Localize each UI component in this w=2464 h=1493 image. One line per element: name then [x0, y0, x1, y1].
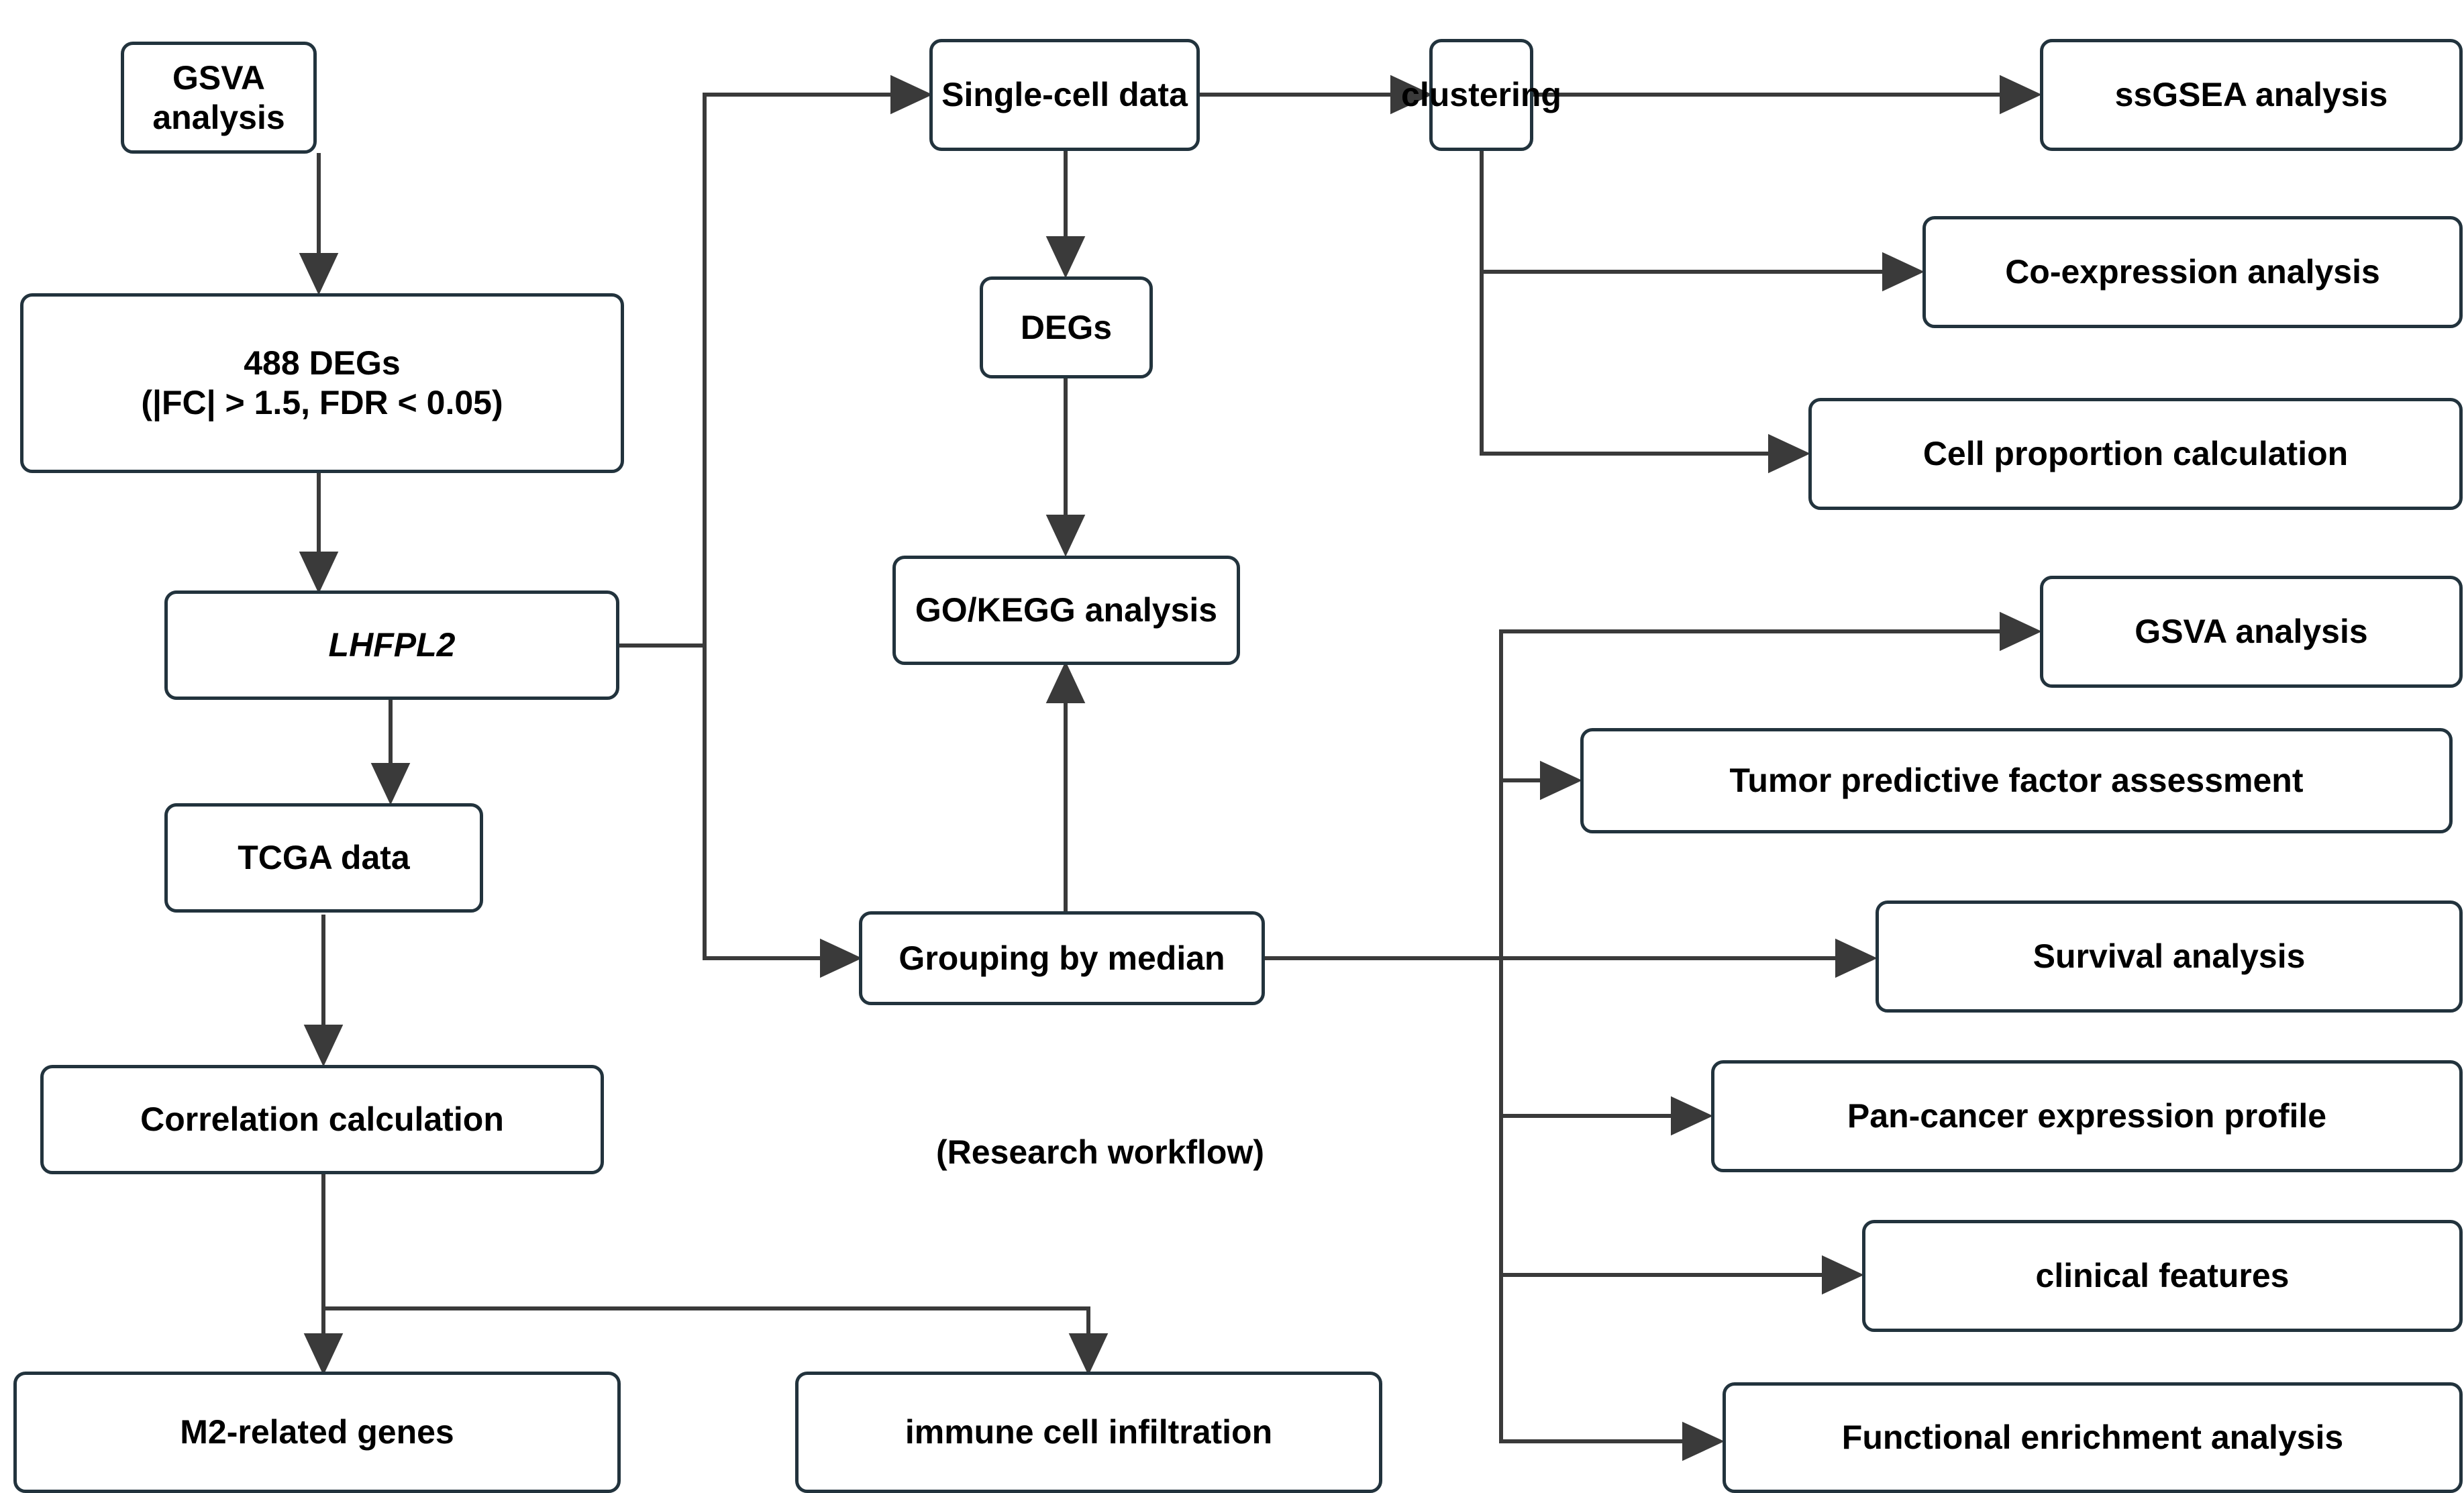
node-label: Survival analysis: [2033, 937, 2306, 975]
node-grouping-by-median[interactable]: Grouping by median: [859, 911, 1265, 1005]
node-label: clustering: [1401, 76, 1561, 113]
node-survival-analysis[interactable]: Survival analysis: [1876, 900, 2463, 1013]
edge-correlation-to-immune: [323, 1306, 1109, 1376]
node-degs-488[interactable]: 488 DEGs (|FC| > 1.5, FDR < 0.05): [20, 293, 624, 473]
node-label: DEGs: [1020, 308, 1113, 346]
node-degs[interactable]: DEGs: [980, 276, 1153, 378]
node-label: Co-expression analysis: [2005, 253, 2380, 291]
edge-group: [299, 74, 2042, 1461]
node-gsva-analysis-top[interactable]: GSVA analysis: [121, 42, 317, 154]
node-label: Tumor predictive factor assessment: [1729, 762, 2304, 799]
node-label: GO/KEGG analysis: [915, 591, 1218, 629]
node-clinical-features[interactable]: clinical features: [1862, 1220, 2463, 1332]
node-label: Single-cell data: [941, 76, 1188, 113]
edge-clustering-to-coexpression: [1480, 150, 1924, 292]
node-label: GSVA analysis: [2135, 613, 2368, 650]
node-gsva-analysis-right[interactable]: GSVA analysis: [2040, 576, 2463, 688]
node-clustering[interactable]: clustering: [1401, 39, 1561, 151]
node-label: immune cell infiltration: [905, 1413, 1273, 1451]
edge-clustering-to-cellproportion: [1480, 150, 1810, 474]
edge-grouping-to-gsva-right: [1264, 611, 2042, 960]
node-label: ssGSEA analysis: [2114, 76, 2388, 113]
edge-lhfpl2-to-grouping: [703, 646, 862, 978]
node-functional-enrichment[interactable]: Functional enrichment analysis: [1723, 1382, 2463, 1493]
node-label: M2-related genes: [180, 1413, 454, 1451]
edge-lhfpl2-to-singlecell: [619, 74, 933, 648]
workflow-caption: (Research workflow): [936, 1133, 1265, 1171]
node-m2-related-genes[interactable]: M2-related genes: [13, 1372, 621, 1493]
node-lhfpl2[interactable]: LHFPL2: [164, 590, 619, 700]
node-label: Grouping by median: [899, 939, 1225, 977]
node-ssgsea-analysis[interactable]: ssGSEA analysis: [2040, 39, 2463, 151]
node-pan-cancer-profile[interactable]: Pan-cancer expression profile: [1711, 1060, 2463, 1172]
node-label: clinical features: [2035, 1257, 2290, 1294]
node-label: 488 DEGs (|FC| > 1.5, FDR < 0.05): [141, 344, 503, 421]
node-go-kegg-analysis[interactable]: GO/KEGG analysis: [892, 556, 1240, 665]
node-label: Cell proportion calculation: [1922, 435, 2349, 472]
node-label: TCGA data: [238, 839, 410, 876]
edge-grouping-to-functional: [1499, 958, 1725, 1461]
node-immune-cell-infiltration[interactable]: immune cell infiltration: [795, 1372, 1382, 1493]
node-label: LHFPL2: [328, 626, 456, 664]
node-label: Correlation calculation: [140, 1100, 504, 1138]
node-cell-proportion[interactable]: Cell proportion calculation: [1808, 398, 2463, 510]
node-label: GSVA analysis: [152, 58, 285, 136]
node-label: Functional enrichment analysis: [1841, 1419, 2344, 1456]
node-tcga-data[interactable]: TCGA data: [164, 803, 483, 913]
node-single-cell-data[interactable]: Single-cell data: [929, 39, 1200, 151]
node-co-expression-analysis[interactable]: Co-expression analysis: [1922, 216, 2463, 328]
node-label: Pan-cancer expression profile: [1847, 1097, 2327, 1135]
node-correlation-calculation[interactable]: Correlation calculation: [40, 1065, 604, 1174]
node-tumor-predictive-factor[interactable]: Tumor predictive factor assessment: [1580, 728, 2453, 833]
